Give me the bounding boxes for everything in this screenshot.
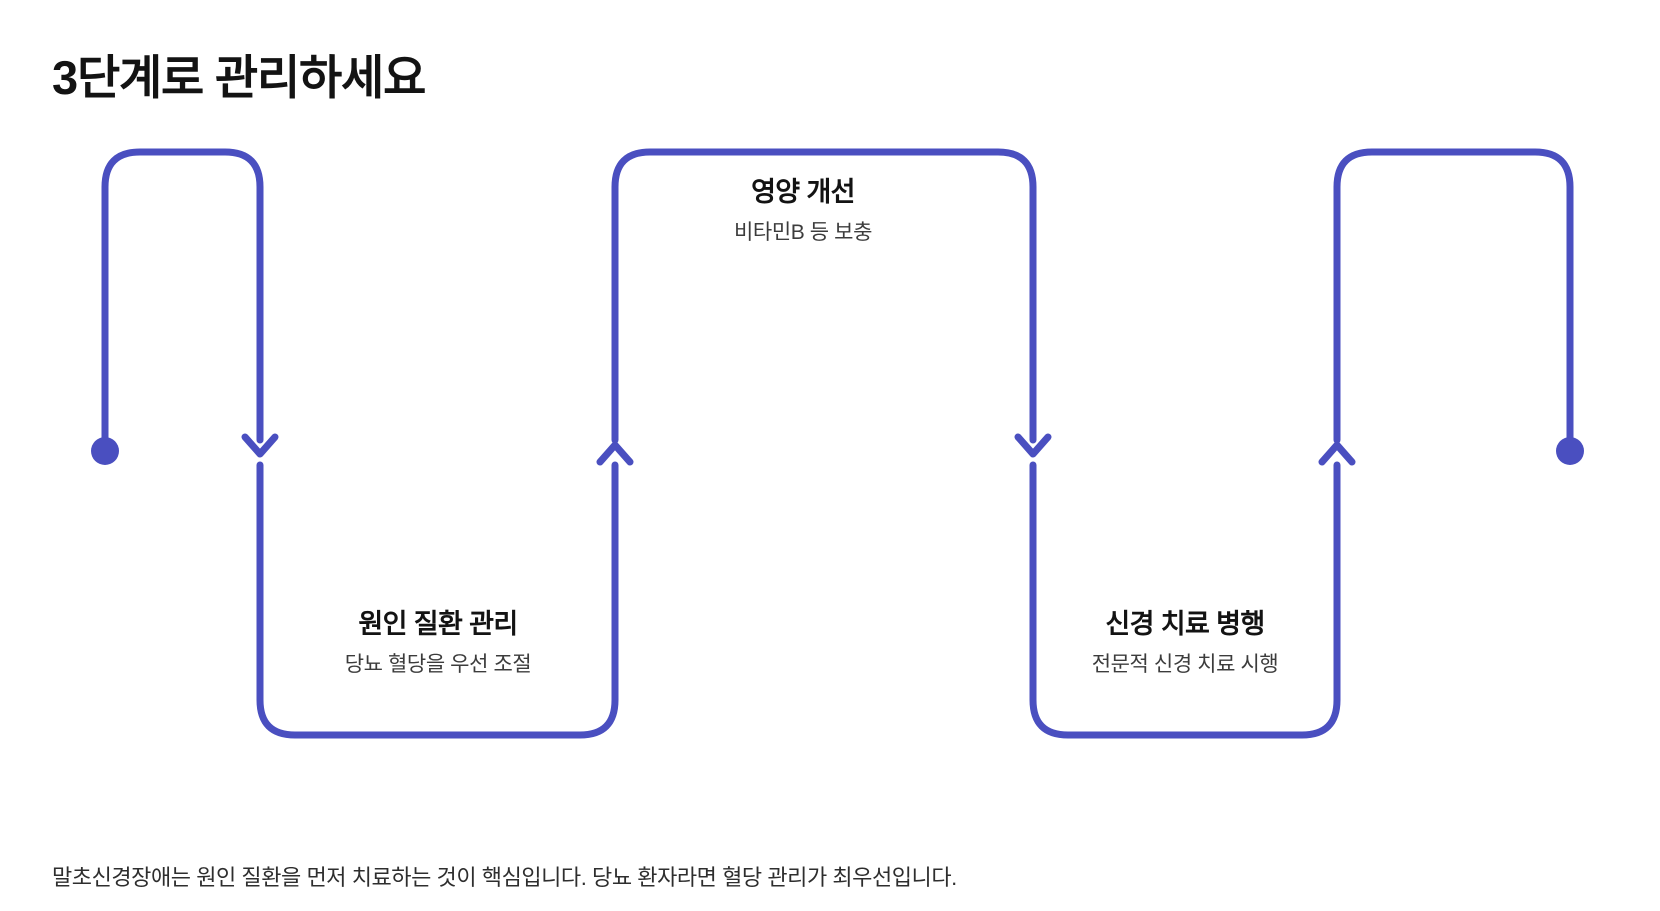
arrow-down-icon-1 (241, 433, 279, 458)
flow-path-segment-3 (611, 148, 1037, 444)
flow-path-segment-2 (256, 461, 619, 739)
flow-path-segment-1 (101, 148, 264, 452)
flow-path-segment-5 (1333, 148, 1574, 452)
arrow-down-icon-2 (1014, 433, 1052, 458)
page-title: 3단계로 관리하세요 (52, 51, 426, 105)
end-dot (1556, 437, 1584, 465)
flow-diagram-svg (91, 148, 1584, 739)
flow-diagram: 영양 개선 비타민B 등 보충 원인 질환 관리 당뇨 혈당을 우선 조절 신경… (0, 120, 1660, 780)
flow-path-segment-4 (1029, 461, 1341, 739)
arrow-up-icon-2 (1318, 441, 1356, 466)
arrow-up-icon-1 (596, 441, 634, 466)
start-dot (91, 437, 119, 465)
footer-caption: 말초신경장애는 원인 질환을 먼저 치료하는 것이 핵심입니다. 당뇨 환자라면… (52, 865, 957, 890)
